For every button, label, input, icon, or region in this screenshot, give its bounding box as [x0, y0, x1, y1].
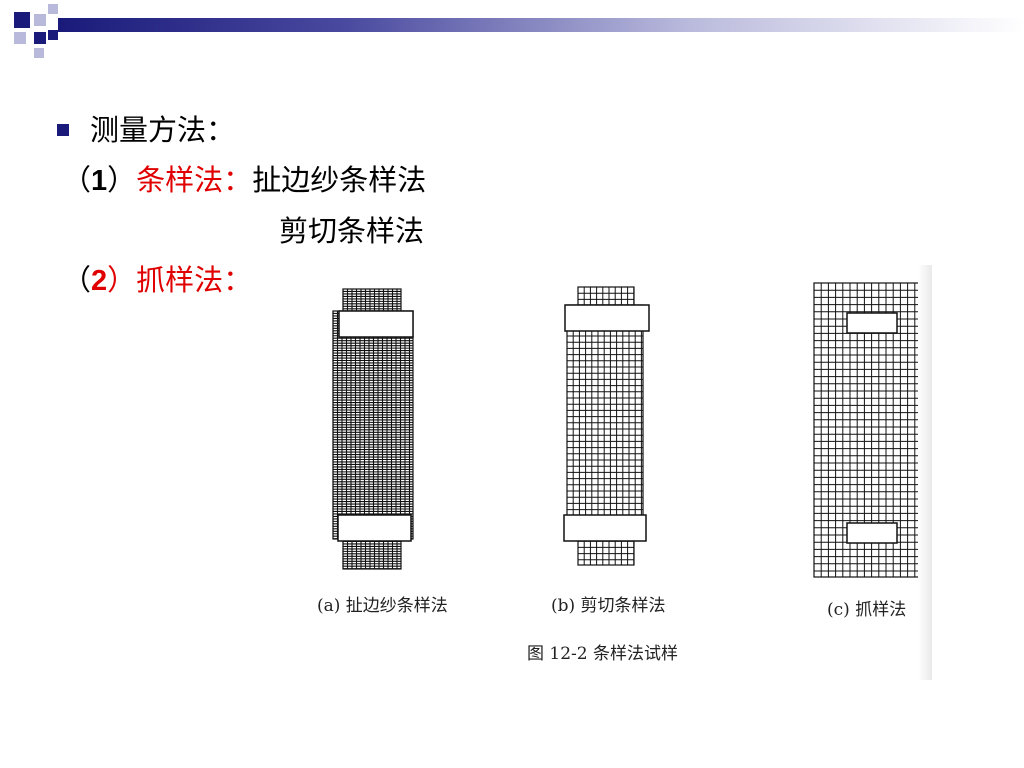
method1-sub1: 扯边纱条样法	[252, 163, 427, 197]
method2-prefix: （	[62, 263, 92, 297]
specimen-a-upper-clamp	[338, 310, 414, 338]
method1-line: （1）条样法：扯边纱条样法	[62, 163, 426, 198]
specimen-drawings	[332, 282, 927, 578]
method2-line: （2）抓样法：	[62, 263, 252, 298]
caption-a: (a) 扯边纱条样法	[317, 596, 448, 616]
specimen-b-top-end-border	[577, 286, 635, 306]
specimen-b-lower-clamp	[563, 514, 647, 542]
specimen-b-body	[566, 304, 643, 535]
deco-square	[34, 48, 44, 58]
title-decoration	[0, 0, 1024, 60]
caption-b: (b) 剪切条样法	[551, 596, 666, 616]
specimen-a-lower-clamp	[337, 514, 412, 542]
method2-suffix: ）	[107, 263, 137, 297]
deco-square	[48, 4, 58, 14]
specimen-figure: (a) 扯边纱条样法 (b) 剪切条样法 (c) 抓样法 图 12-2 条样法试…	[305, 265, 932, 680]
specimen-b-top-end	[577, 286, 635, 305]
specimen-c-upper-clamp	[846, 312, 898, 334]
method2-name: 抓样法：	[136, 263, 253, 297]
specimen-a-bottom-end	[342, 538, 401, 570]
method1-number: 1	[91, 165, 108, 197]
method1-name: 条样法：	[136, 163, 253, 197]
method1-prefix: （	[62, 163, 92, 197]
deco-square	[14, 32, 26, 44]
specimen-a-body	[332, 310, 413, 540]
method1-suffix: ）	[107, 163, 137, 197]
deco-square	[34, 14, 46, 26]
figure-title: 图 12-2 条样法试样	[527, 644, 678, 664]
deco-square	[34, 32, 46, 44]
heading-measurement-methods: 测量方法：	[90, 113, 236, 147]
method2-number: 2	[91, 265, 108, 297]
specimen-a-top-end	[342, 288, 401, 311]
caption-c: (c) 抓样法	[827, 600, 907, 620]
bullet-square-icon	[57, 124, 69, 136]
specimen-b-body-border	[566, 304, 644, 536]
method1-sub2: 剪切条样法	[279, 214, 425, 248]
scan-edge-shading	[918, 265, 932, 680]
deco-square	[14, 12, 30, 28]
title-gradient-bar	[58, 18, 1024, 32]
specimen-c-lower-clamp	[846, 522, 898, 544]
specimen-b-upper-clamp	[564, 304, 650, 332]
deco-square	[48, 30, 58, 40]
